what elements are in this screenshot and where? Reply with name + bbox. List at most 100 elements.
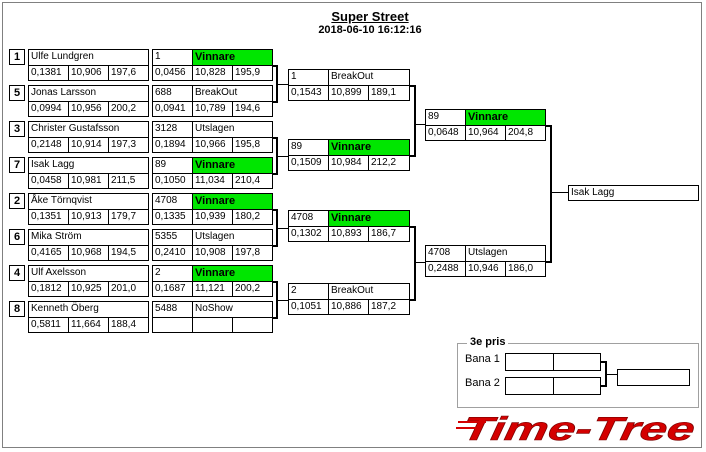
- round2-status: BreakOut: [329, 70, 409, 86]
- driver-name: Åke Törnqvist: [29, 194, 148, 210]
- round2-card[interactable]: 4708 Vinnare 0,1302 10,893 186,7: [288, 210, 410, 242]
- driver-card: Mika Ström 0,4165 10,968 194,5: [28, 229, 149, 261]
- result-et: 10,828: [193, 66, 233, 81]
- opponent-id: 3128: [153, 122, 193, 138]
- result-card: 2 Vinnare 0,1687 11,121 200,2: [152, 265, 273, 297]
- third-place-panel: [457, 343, 699, 408]
- elapsed-time: 10,914: [69, 138, 109, 153]
- result-status: Vinnare: [193, 266, 272, 282]
- semifinal-rt: 0,0648: [426, 126, 466, 141]
- round2-et: 10,984: [329, 156, 369, 171]
- lane2-cell-b: [554, 378, 600, 394]
- driver-card: Jonas Larsson 0,0994 10,956 200,2: [28, 85, 149, 117]
- round2-status: BreakOut: [329, 284, 409, 300]
- elapsed-time: 10,913: [69, 210, 109, 225]
- opponent-id: 89: [153, 158, 193, 174]
- driver-name: Christer Gustafsson: [29, 122, 148, 138]
- result-et: 11,121: [193, 282, 233, 297]
- round2-et: 10,899: [329, 86, 369, 101]
- result-card: 5488 NoShow: [152, 301, 273, 333]
- opponent-id: 1: [153, 50, 193, 66]
- result-et: [193, 318, 233, 333]
- result-mph: [233, 318, 272, 333]
- round2-rt: 0,1509: [289, 156, 329, 171]
- result-card: 5355 Utslagen 0,2410 10,908 197,8: [152, 229, 273, 261]
- speed: 197,3: [111, 139, 137, 150]
- logo-text: Time-Tree: [459, 411, 696, 446]
- reaction-time: 0,1351: [29, 210, 69, 225]
- result-status: Utslagen: [193, 122, 272, 138]
- semifinal-et: 10,946: [466, 262, 506, 277]
- result-card: 4708 Vinnare 0,1335 10,939 180,2: [152, 193, 273, 225]
- result-et: 10,966: [193, 138, 233, 153]
- lane1-slot[interactable]: [505, 353, 601, 371]
- final-winner-name: Isak Lagg: [571, 187, 615, 198]
- opponent-id: 688: [153, 86, 193, 102]
- window-frame: [2, 2, 702, 448]
- lane2-slot[interactable]: [505, 377, 601, 395]
- semifinal-id: 4708: [426, 246, 466, 262]
- driver-card: Ulfe Lundgren 0,1381 10,906 197,6: [28, 49, 149, 81]
- seed-number: 8: [9, 301, 25, 317]
- seed-number: 7: [9, 157, 25, 173]
- seed-number: 2: [9, 193, 25, 209]
- round2-et: 10,886: [329, 300, 369, 315]
- round2-et: 10,893: [329, 227, 369, 242]
- lane1-cell-b: [554, 354, 600, 370]
- round2-card[interactable]: 2 BreakOut 0,1051 10,886 187,2: [288, 283, 410, 315]
- reaction-time: 0,5811: [29, 318, 69, 333]
- elapsed-time: 10,906: [69, 66, 109, 81]
- result-rt: 0,1335: [153, 210, 193, 225]
- result-et: 10,789: [193, 102, 233, 117]
- round2-id: 89: [289, 140, 329, 156]
- event-datetime: 2018-06-10 16:12:16: [318, 24, 422, 36]
- result-rt: 0,1894: [153, 138, 193, 153]
- result-mph: 195,8: [235, 139, 261, 150]
- result-status: BreakOut: [193, 86, 272, 102]
- elapsed-time: 10,981: [69, 174, 109, 189]
- result-card: 89 Vinnare 0,1050 11,034 210,4: [152, 157, 273, 189]
- time-tree-logo: Time-Tree: [456, 411, 696, 446]
- elapsed-time: 10,968: [69, 246, 109, 261]
- round2-mph: 189,1: [371, 87, 397, 98]
- result-et: 10,908: [193, 246, 233, 261]
- driver-name: Kenneth Öberg: [29, 302, 148, 318]
- result-rt: 0,0941: [153, 102, 193, 117]
- semifinal-status: Utslagen: [466, 246, 545, 262]
- speed: 211,5: [111, 175, 136, 186]
- seed-number: 3: [9, 121, 25, 137]
- semifinal-id: 89: [426, 110, 466, 126]
- elapsed-time: 10,956: [69, 102, 109, 117]
- semifinal-status: Vinnare: [466, 110, 545, 126]
- reaction-time: 0,1381: [29, 66, 69, 81]
- driver-name: Jonas Larsson: [29, 86, 148, 102]
- driver-name: Mika Ström: [29, 230, 148, 246]
- third-place-title: 3e pris: [467, 336, 509, 348]
- driver-card: Kenneth Öberg 0,5811 11,664 188,4: [28, 301, 149, 333]
- driver-card: Christer Gustafsson 0,2148 10,914 197,3: [28, 121, 149, 153]
- round2-card[interactable]: 1 BreakOut 0,1543 10,899 189,1: [288, 69, 410, 101]
- seed-number: 1: [9, 49, 25, 65]
- round2-card[interactable]: 89 Vinnare 0,1509 10,984 212,2: [288, 139, 410, 171]
- result-status: Vinnare: [193, 158, 272, 174]
- result-et: 11,034: [193, 174, 233, 189]
- reaction-time: 0,2148: [29, 138, 69, 153]
- speed: 194,5: [111, 247, 137, 258]
- driver-name: Isak Lagg: [29, 158, 148, 174]
- result-mph: 197,8: [235, 247, 261, 258]
- result-card: 3128 Utslagen 0,1894 10,966 195,8: [152, 121, 273, 153]
- driver-name: Ulf Axelsson: [29, 266, 148, 282]
- elapsed-time: 10,925: [69, 282, 109, 297]
- semifinal-card[interactable]: 4708 Utslagen 0,2488 10,946 186,0: [425, 245, 546, 277]
- driver-card: Isak Lagg 0,0458 10,981 211,5: [28, 157, 149, 189]
- result-status: Vinnare: [193, 50, 272, 66]
- result-status: NoShow: [193, 302, 272, 318]
- result-card: 1 Vinnare 0,0456 10,828 195,9: [152, 49, 273, 81]
- reaction-time: 0,4165: [29, 246, 69, 261]
- round2-status: Vinnare: [329, 211, 409, 227]
- third-place-winner-box[interactable]: [617, 369, 690, 386]
- driver-name: Ulfe Lundgren: [29, 50, 148, 66]
- final-winner-box[interactable]: Isak Lagg: [568, 185, 699, 201]
- semifinal-card[interactable]: 89 Vinnare 0,0648 10,964 204,8: [425, 109, 546, 141]
- result-rt: 0,1687: [153, 282, 193, 297]
